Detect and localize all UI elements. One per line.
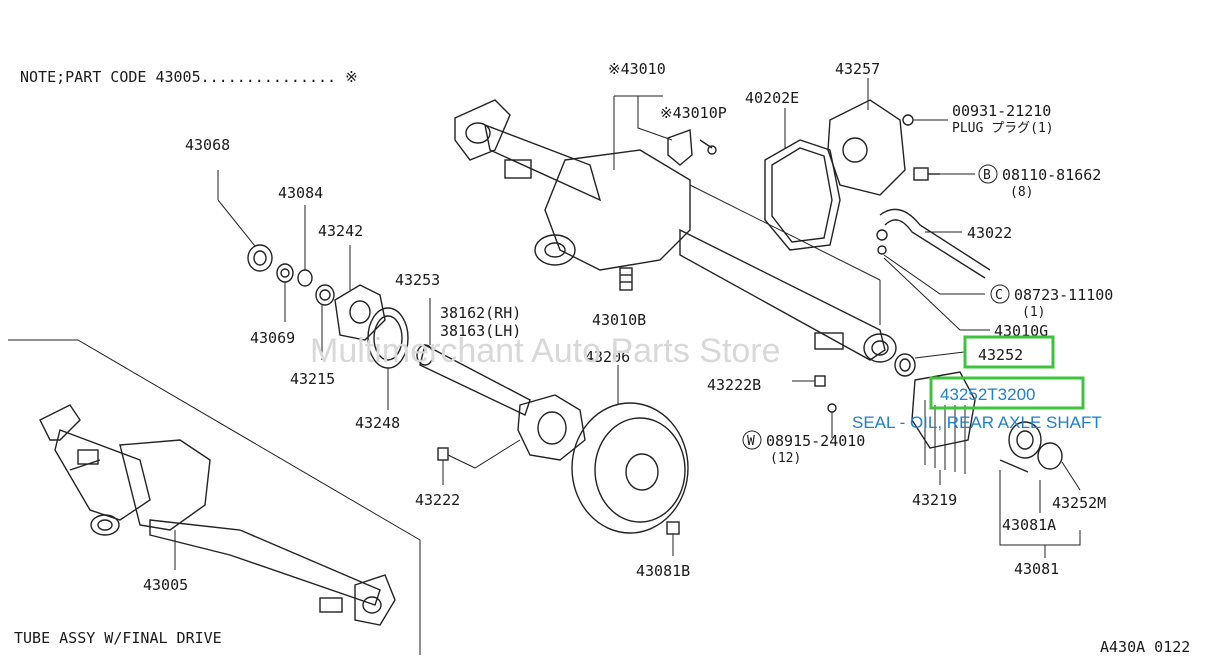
label-08110-qty: (8) (1010, 185, 1033, 200)
tube-assembly-inset-drawing (39, 404, 396, 626)
bearing-43068 (217, 170, 273, 272)
figure-code: A430A 0122 (1100, 638, 1190, 656)
label-40202e: 40202E (745, 89, 799, 107)
callout-code[interactable]: 43252T3200 (940, 385, 1035, 404)
bolt-43222 (437, 439, 521, 485)
brake-drum-43206 (571, 365, 689, 534)
label-43242: 43242 (318, 222, 363, 240)
circle-b-icon (978, 164, 998, 184)
label-43081b: 43081B (636, 562, 690, 580)
label-08915: 08915-24010 (766, 432, 865, 450)
plug-icon (902, 114, 914, 126)
bearing-43081 (999, 421, 1081, 558)
label-43252m: 43252M (1052, 494, 1106, 512)
label-43068: 43068 (185, 136, 230, 154)
assembly-label: TUBE ASSY W/FINAL DRIVE (14, 629, 222, 647)
nut-43222b (792, 375, 826, 387)
circle-c-icon (990, 284, 1010, 304)
circle-b-letter: B (983, 168, 991, 183)
gasket-43248 (367, 307, 409, 410)
label-08723: 08723-11100 (1014, 286, 1113, 304)
label-00931: 00931-21210 (952, 102, 1051, 120)
label-43248: 43248 (355, 414, 400, 432)
label-38163: 38163(LH) (440, 322, 521, 340)
label-43252: 43252 (978, 346, 1023, 364)
axle-shaft-38162 (416, 298, 531, 416)
circle-w-letter: W (747, 434, 755, 449)
watermark: Multimerchant Auto Parts Store (310, 332, 781, 370)
label-43010p: ※43010P (660, 104, 727, 122)
bearing-43215 (315, 284, 335, 360)
label-43010: ※43010 (608, 60, 666, 78)
label-08110: 08110-81662 (1002, 166, 1101, 184)
label-43206: 43206 (585, 348, 630, 366)
label-08915-qty: (12) (770, 451, 801, 466)
hub-flange (517, 394, 586, 461)
label-43081a: 43081A (1002, 516, 1056, 534)
hub-cluster-43219 (911, 371, 976, 485)
label-08723-qty: (1) (1022, 305, 1045, 320)
label-43219: 43219 (912, 491, 957, 509)
label-43084: 43084 (278, 184, 323, 202)
circle-w-icon (742, 430, 762, 450)
callout-description: SEAL - OIL, REAR AXLE SHAFT (852, 413, 1102, 432)
hose-43022 (876, 208, 991, 279)
highlight-box-callout[interactable] (929, 376, 1085, 410)
label-43253: 43253 (395, 271, 440, 289)
label-43069: 43069 (250, 329, 295, 347)
label-43010b: 43010B (592, 311, 646, 329)
label-43257: 43257 (835, 60, 880, 78)
label-43222b: 43222B (707, 376, 761, 394)
oil-seal-43252 (894, 351, 965, 377)
part-code-note: NOTE;PART CODE 43005............... ※ (20, 68, 358, 86)
washer-08915 (827, 403, 837, 438)
label-43022: 43022 (967, 224, 1012, 242)
breather-43010b (619, 267, 633, 291)
gasket-40202e (764, 108, 841, 251)
bracket-43010p (667, 129, 717, 166)
label-43081: 43081 (1014, 560, 1059, 578)
bolt-08110 (913, 167, 940, 181)
circle-c-letter: C (995, 288, 1003, 303)
highlight-box-part[interactable] (963, 335, 1055, 369)
ring-43084 (297, 205, 313, 287)
label-38162: 38162(RH) (440, 304, 521, 322)
retainer-43242 (334, 245, 386, 341)
label-43222: 43222 (415, 491, 460, 509)
nut-43081b (666, 521, 680, 556)
inset-frame (8, 339, 421, 655)
cover-43257 (827, 78, 906, 196)
label-plug: PLUG プラグ(1) (952, 121, 1054, 136)
label-43215: 43215 (290, 370, 335, 388)
label-43005: 43005 (143, 576, 188, 594)
spacer-43069 (276, 263, 294, 322)
